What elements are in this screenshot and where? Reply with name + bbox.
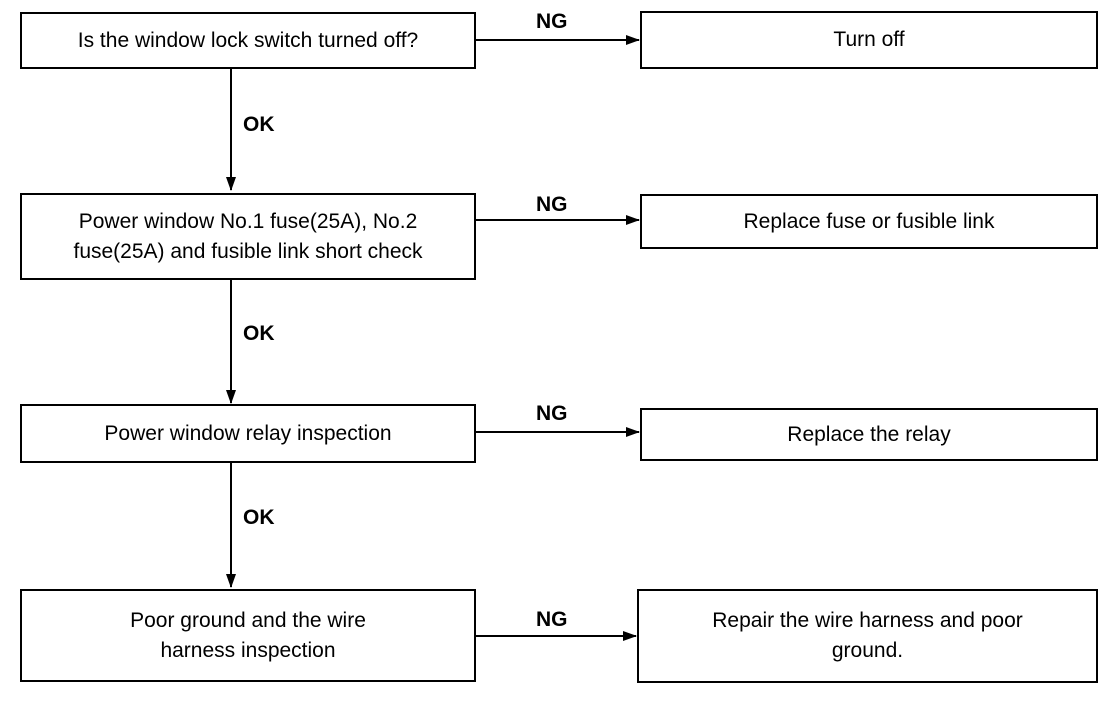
check-text: Power window relay inspection [104, 421, 392, 445]
ok-label: OK [243, 506, 275, 529]
check-text: Poor ground and the wire harness inspect… [130, 608, 366, 662]
ng-label: NG [536, 10, 568, 33]
action-text: Replace the relay [787, 422, 951, 446]
action-box-replace-relay: Replace the relay [640, 408, 1098, 461]
ng-label: NG [536, 193, 568, 216]
action-box-repair-harness: Repair the wire harness and poor ground. [637, 589, 1098, 683]
check-box-fuse-short: Power window No.1 fuse(25A), No.2 fuse(2… [20, 193, 476, 280]
check-box-relay-inspection: Power window relay inspection [20, 404, 476, 463]
ok-label: OK [243, 322, 275, 345]
ng-label: NG [536, 402, 568, 425]
ng-label: NG [536, 608, 568, 631]
check-text: Is the window lock switch turned off? [77, 28, 419, 52]
action-text: Replace fuse or fusible link [743, 209, 995, 233]
check-text: Power window No.1 fuse(25A), No.2 fuse(2… [73, 209, 423, 263]
action-box-turn-off: Turn off [640, 11, 1098, 69]
check-box-window-lock: Is the window lock switch turned off? [20, 12, 476, 69]
check-box-ground-harness: Poor ground and the wire harness inspect… [20, 589, 476, 682]
action-box-replace-fuse: Replace fuse or fusible link [640, 194, 1098, 249]
ok-label: OK [243, 113, 275, 136]
action-text: Repair the wire harness and poor ground. [712, 609, 1023, 662]
action-text: Turn off [833, 28, 905, 51]
